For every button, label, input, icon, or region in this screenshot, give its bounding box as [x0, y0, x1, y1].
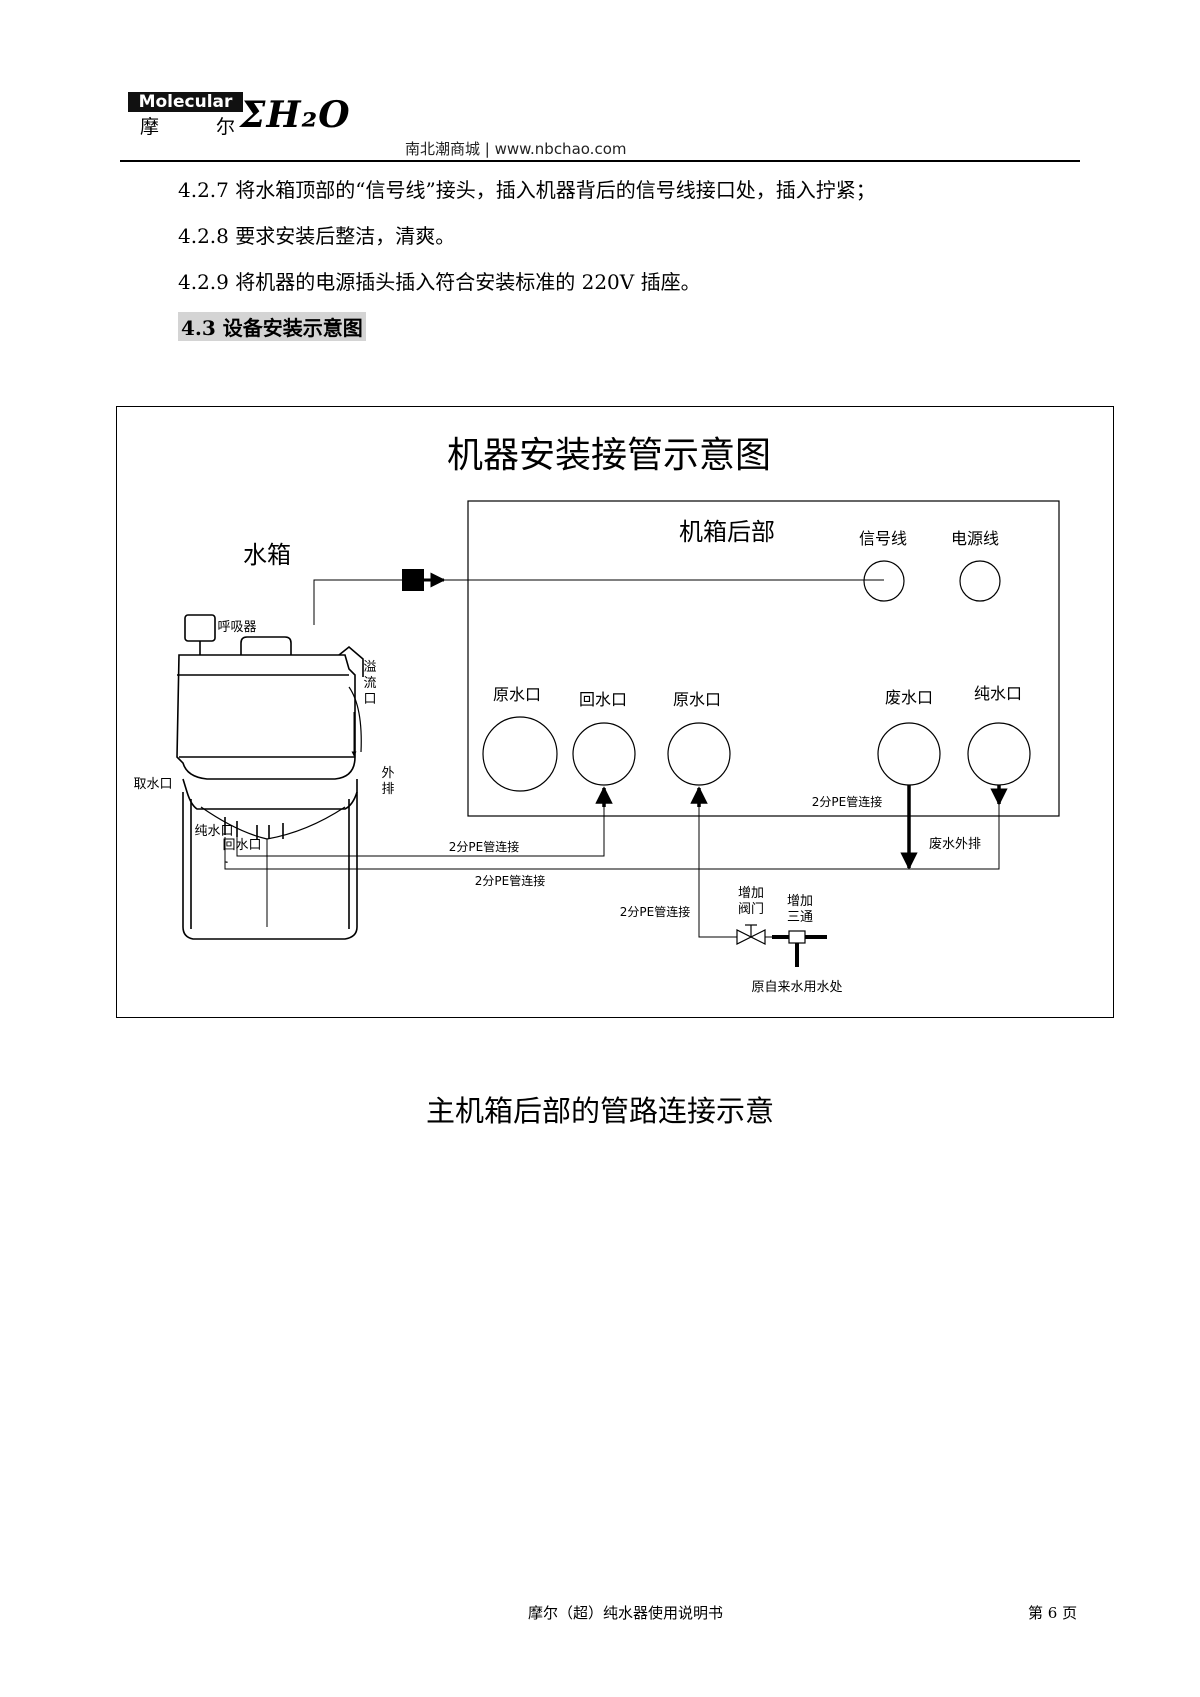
tank-label: 水箱 [243, 541, 291, 569]
logo-cn-char-2: 尔 [216, 116, 236, 138]
overflow-label-1: 溢 [363, 660, 376, 675]
waste-port [877, 722, 941, 786]
power-label: 电源线 [951, 529, 999, 548]
figure-caption: 主机箱后部的管路连接示意 [425, 1094, 774, 1128]
add-tee-label-2: 三通 [787, 910, 813, 925]
logo-wordmark: Molecular [128, 92, 243, 112]
section-heading: 4.3 设备安装示意图 [178, 312, 366, 341]
installation-diagram-frame: 机器安装接管示意图 机箱后部 信号线 电源线 原水口 回水口 原水口 废水口 纯… [116, 406, 1114, 1018]
drain-label-2: 排 [381, 782, 394, 797]
footer-title: 摩尔（超）纯水器使用说明书 [528, 1604, 724, 1622]
installation-diagram: 机器安装接管示意图 机箱后部 信号线 电源线 原水口 回水口 原水口 废水口 纯… [133, 435, 1060, 995]
panel-title: 机箱后部 [679, 518, 775, 546]
return-port [572, 722, 636, 786]
return-outlet-label: 回水口 [222, 838, 261, 853]
diagram-title: 机器安装接管示意图 [447, 435, 771, 476]
raw-water-pipe [698, 787, 737, 938]
paragraph-4-2-9: 4.2.9 将机器的电源插头插入符合安装标准的 220V 插座。 [178, 270, 701, 294]
drain-label-1: 外 [381, 766, 394, 781]
add-tee-label-1: 增加 [787, 894, 813, 909]
pe-label-4: 2分PE管连接 [812, 794, 882, 809]
pure-outlet-label: 纯水口 [194, 824, 233, 839]
tee-symbol [772, 930, 827, 967]
signal-cable [313, 579, 402, 625]
logo-cn-char-1: 摩 [140, 116, 160, 138]
signal-port [863, 560, 905, 602]
water-tank-illustration [176, 614, 364, 940]
pure-port [967, 722, 1031, 786]
waste-port-label: 废水口 [885, 688, 933, 707]
paragraph-4-2-8: 4.2.8 要求安装后整洁，清爽。 [178, 224, 456, 248]
paragraph-4-2-7: 4.2.7 将水箱顶部的“信号线”接头，插入机器背后的信号线接口处，插入拧紧； [178, 178, 876, 202]
take-water-label: 取水口 [133, 777, 172, 792]
waste-drain-label: 废水外排 [929, 836, 981, 852]
pure-port-label: 纯水口 [974, 684, 1022, 703]
return-pipe [236, 787, 605, 857]
pe-label-1: 2分PE管连接 [449, 839, 519, 854]
pure-pipe [224, 787, 1000, 870]
pe-label-3: 2分PE管连接 [620, 904, 690, 919]
return-port-label: 回水口 [579, 690, 627, 709]
pe-label-2: 2分PE管连接 [475, 873, 545, 888]
company-logo: Molecular 摩 尔 ΣH₂O [128, 92, 351, 140]
valve-symbol [736, 924, 766, 945]
logo-symbol: ΣH₂O [240, 94, 351, 136]
signal-plug [402, 569, 424, 591]
header-site-text: 南北潮商城 | www.nbchao.com [405, 140, 627, 158]
raw-water-label-2: 原水口 [673, 690, 721, 709]
raw-water-port-2 [667, 722, 731, 786]
header-rule [120, 160, 1080, 162]
overflow-label-3: 口 [363, 692, 376, 707]
machine-back-panel [467, 500, 1060, 817]
signal-label: 信号线 [859, 529, 907, 548]
raw-water-label-1: 原水口 [493, 685, 541, 704]
page-number: 第 6 页 [1028, 1604, 1078, 1622]
overflow-label-2: 流 [363, 676, 376, 691]
tap-source-label: 原自来水用水处 [751, 980, 842, 995]
raw-water-port-1 [482, 716, 558, 792]
add-valve-label-2: 阀门 [738, 902, 764, 917]
add-valve-label-1: 增加 [738, 886, 764, 901]
power-port [959, 560, 1001, 602]
breather-label: 呼吸器 [217, 620, 256, 635]
